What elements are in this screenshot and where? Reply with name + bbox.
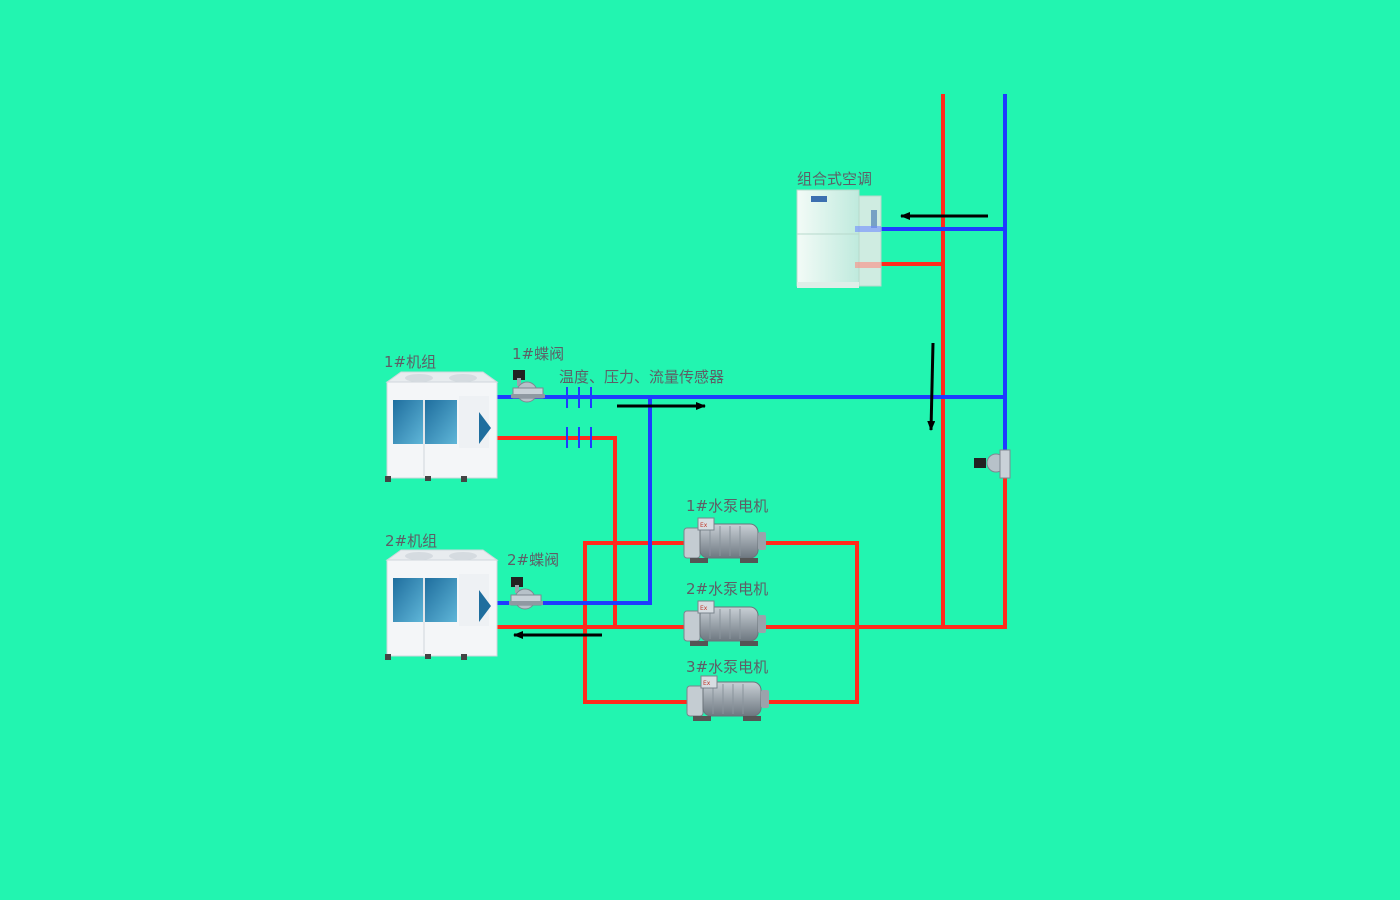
valve2-label: 2#蝶阀 bbox=[507, 551, 559, 569]
chiller-unit-icon bbox=[384, 549, 498, 661]
pump-motor-icon bbox=[683, 600, 767, 647]
ahu-label: 组合式空调 bbox=[797, 170, 872, 188]
pump2-label: 2#水泵电机 bbox=[686, 580, 768, 598]
arrow-down-icon bbox=[927, 342, 936, 431]
butterfly-valve-icon bbox=[974, 449, 1011, 479]
pump3-label: 3#水泵电机 bbox=[686, 658, 768, 676]
pump-motor-icon bbox=[683, 517, 767, 564]
sensors-label: 温度、压力、流量传感器 bbox=[559, 368, 724, 386]
valve1-label: 1#蝶阀 bbox=[512, 345, 564, 363]
air-handling-unit-icon bbox=[796, 189, 882, 288]
chiller2-supply-line bbox=[495, 395, 652, 605]
flow-arrows bbox=[513, 212, 988, 639]
sensor-ticks bbox=[566, 387, 592, 448]
chiller2-label: 2#机组 bbox=[385, 532, 437, 550]
chiller-unit-icon bbox=[384, 371, 498, 483]
chiller1-label: 1#机组 bbox=[384, 353, 436, 371]
return-pipes bbox=[495, 94, 1007, 704]
pump1-label: 1#水泵电机 bbox=[686, 497, 768, 515]
butterfly-valve-icon bbox=[510, 369, 546, 403]
pump-motor-icon bbox=[686, 675, 770, 722]
chiller1-return-branch bbox=[495, 436, 617, 629]
butterfly-valve-icon bbox=[508, 576, 544, 610]
supply-pipes bbox=[495, 94, 1007, 605]
